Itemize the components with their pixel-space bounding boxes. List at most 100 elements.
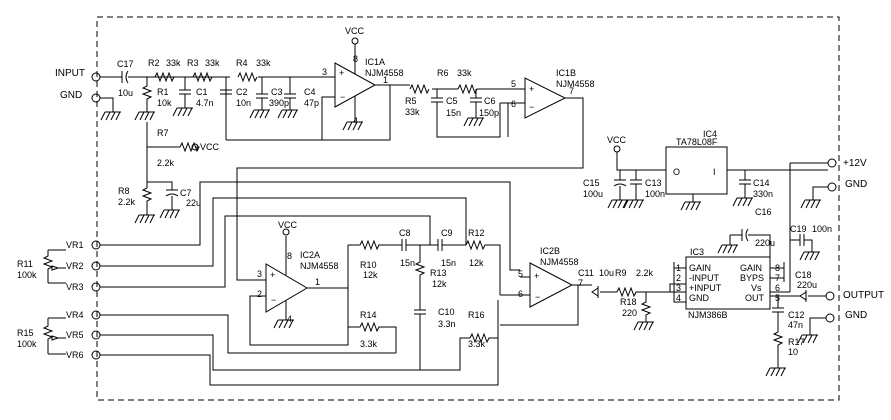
svg-text:VCC: VCC: [278, 220, 298, 230]
r11-pot[interactable]: R11 100k: [17, 250, 60, 283]
gnd-out-port[interactable]: GND: [825, 310, 867, 323]
svg-text:C19: C19: [790, 224, 807, 234]
svg-text:15n: 15n: [400, 258, 415, 268]
svg-text:6: 6: [775, 283, 780, 293]
svg-text:1: 1: [383, 75, 388, 85]
svg-text:−: −: [529, 102, 534, 112]
svg-text:C10: C10: [438, 307, 455, 317]
input-port[interactable]: INPUT: [55, 68, 101, 82]
svg-text:100n: 100n: [645, 189, 665, 199]
c11-capacitor[interactable]: C11 10u: [578, 268, 617, 298]
svg-text:C16: C16: [755, 207, 772, 217]
svg-text:C15: C15: [583, 178, 600, 188]
svg-text:R17: R17: [788, 337, 805, 347]
gnd-pwr-port[interactable]: GND: [827, 179, 867, 192]
c5-capacitor[interactable]: C5 15n: [431, 89, 501, 138]
svg-text:R6: R6: [437, 68, 449, 78]
svg-text:100n: 100n: [812, 224, 832, 234]
svg-text:GAIN: GAIN: [740, 263, 762, 273]
c6-capacitor[interactable]: C6 150p: [470, 89, 499, 118]
c16-capacitor[interactable]: C16 220u: [730, 207, 775, 270]
plus12v-port[interactable]: +12V: [827, 158, 867, 169]
ic1b-opamp[interactable]: + − IC1B NJM4558 5 6 7: [511, 68, 595, 119]
svg-text:33k: 33k: [256, 58, 271, 68]
svg-text:R11: R11: [17, 259, 33, 269]
ic3-amplifier[interactable]: IC3 NJM386B GAIN -INPUT +INPUT GND GAIN …: [676, 247, 780, 320]
svg-text:6: 6: [511, 99, 516, 109]
c13-capacitor[interactable]: C13 100n: [630, 170, 665, 200]
svg-text:2.2k: 2.2k: [157, 158, 175, 168]
svg-text:NJM386B: NJM386B: [688, 310, 728, 320]
svg-text:C5: C5: [446, 96, 458, 106]
r7-resistor[interactable]: R7 2.2k: [157, 128, 200, 168]
svg-text:4: 4: [353, 116, 358, 126]
svg-text:R18: R18: [620, 297, 637, 307]
r8-resistor[interactable]: R8 2.2k: [118, 186, 153, 215]
r16-resistor[interactable]: R16 3.3k: [468, 310, 498, 349]
svg-text:GND: GND: [845, 179, 867, 190]
r5-resistor[interactable]: R5 33k: [405, 83, 430, 117]
c10-capacitor[interactable]: C10 3.3n: [414, 307, 456, 370]
svg-text:VR4: VR4: [66, 310, 84, 320]
r2-resistor[interactable]: R2 33k: [148, 58, 181, 83]
svg-text:10u: 10u: [599, 268, 614, 278]
svg-text:47p: 47p: [304, 98, 319, 108]
svg-text:8: 8: [287, 251, 292, 261]
gnd-in-port[interactable]: GND: [60, 90, 101, 103]
c17-capacitor[interactable]: C17 10u: [117, 59, 134, 98]
r15-pot[interactable]: R15 100k: [17, 318, 60, 354]
c18-capacitor[interactable]: C18 220u: [795, 270, 826, 302]
output-port[interactable]: OUTPUT: [825, 290, 884, 301]
r9-resistor[interactable]: R9 2.2k: [615, 268, 670, 298]
svg-text:2.2k: 2.2k: [118, 197, 136, 207]
svg-text:C9: C9: [441, 228, 453, 238]
svg-text:R16: R16: [468, 310, 485, 320]
r13-resistor[interactable]: R13 12k: [414, 245, 447, 310]
svg-text:R3: R3: [187, 58, 199, 68]
svg-text:C12: C12: [788, 310, 805, 320]
ic4-regulator[interactable]: IC4 TA78L08F O I: [665, 129, 728, 195]
svg-text:GND: GND: [60, 90, 82, 101]
svg-text:R14: R14: [360, 310, 377, 320]
c7-capacitor[interactable]: C7 22u: [165, 188, 201, 210]
vr-ports-top[interactable]: VR1 VR2 VR3: [66, 240, 101, 292]
r3-resistor[interactable]: R3 33k: [187, 58, 220, 83]
c3-capacitor[interactable]: C3 390p: [256, 77, 289, 110]
svg-text:7: 7: [569, 86, 574, 96]
r1-resistor[interactable]: R1 10k: [141, 77, 172, 112]
svg-text:R1: R1: [157, 87, 169, 97]
r12-resistor[interactable]: R12 12k: [465, 228, 501, 295]
r14-resistor[interactable]: R14 3.3k: [348, 310, 397, 353]
c2-capacitor[interactable]: C2 10n: [220, 77, 251, 140]
ic1a-opamp[interactable]: + − IC1A NJM4558 3 1 4 8: [322, 54, 404, 126]
r4-resistor[interactable]: R4 33k: [236, 58, 271, 83]
ic2a-opamp[interactable]: + − IC2A NJM4558 3 2 1 8 4: [257, 250, 339, 324]
vcc-label-ic1: VCC: [345, 26, 365, 45]
vr-ports-bottom[interactable]: VR4 VR5 VR6: [66, 310, 101, 360]
r10-resistor[interactable]: R10 12k: [348, 239, 396, 280]
c19-capacitor[interactable]: C19 100n: [790, 224, 832, 252]
c8-capacitor[interactable]: C8 15n: [396, 228, 430, 268]
svg-text:GND: GND: [689, 293, 710, 303]
c14-capacitor[interactable]: C14 330n: [739, 170, 773, 199]
svg-text:C2: C2: [236, 87, 248, 97]
r17-resistor[interactable]: R17 10: [772, 331, 805, 368]
svg-text:C1: C1: [196, 87, 208, 97]
c9-capacitor[interactable]: C9 15n: [430, 228, 466, 268]
svg-text:2: 2: [676, 273, 681, 283]
c15-capacitor[interactable]: C15 100u: [583, 170, 627, 200]
svg-text:3: 3: [322, 67, 327, 77]
svg-text:100k: 100k: [17, 339, 37, 349]
c1-capacitor[interactable]: C1 4.7n: [179, 77, 214, 108]
svg-text:VR5: VR5: [66, 330, 84, 340]
svg-text:VCC: VCC: [607, 135, 627, 145]
r18-resistor[interactable]: R18 220: [620, 292, 652, 322]
c12-capacitor[interactable]: C12 47n: [772, 296, 805, 332]
svg-text:C8: C8: [399, 228, 411, 238]
svg-text:2: 2: [257, 289, 262, 299]
svg-text:VR2: VR2: [66, 261, 84, 271]
c4-capacitor[interactable]: C4 47p: [284, 77, 319, 110]
ic2b-opamp[interactable]: + − IC2B NJM4558 5 6 7: [518, 246, 583, 308]
svg-text:VR1: VR1: [66, 240, 84, 250]
